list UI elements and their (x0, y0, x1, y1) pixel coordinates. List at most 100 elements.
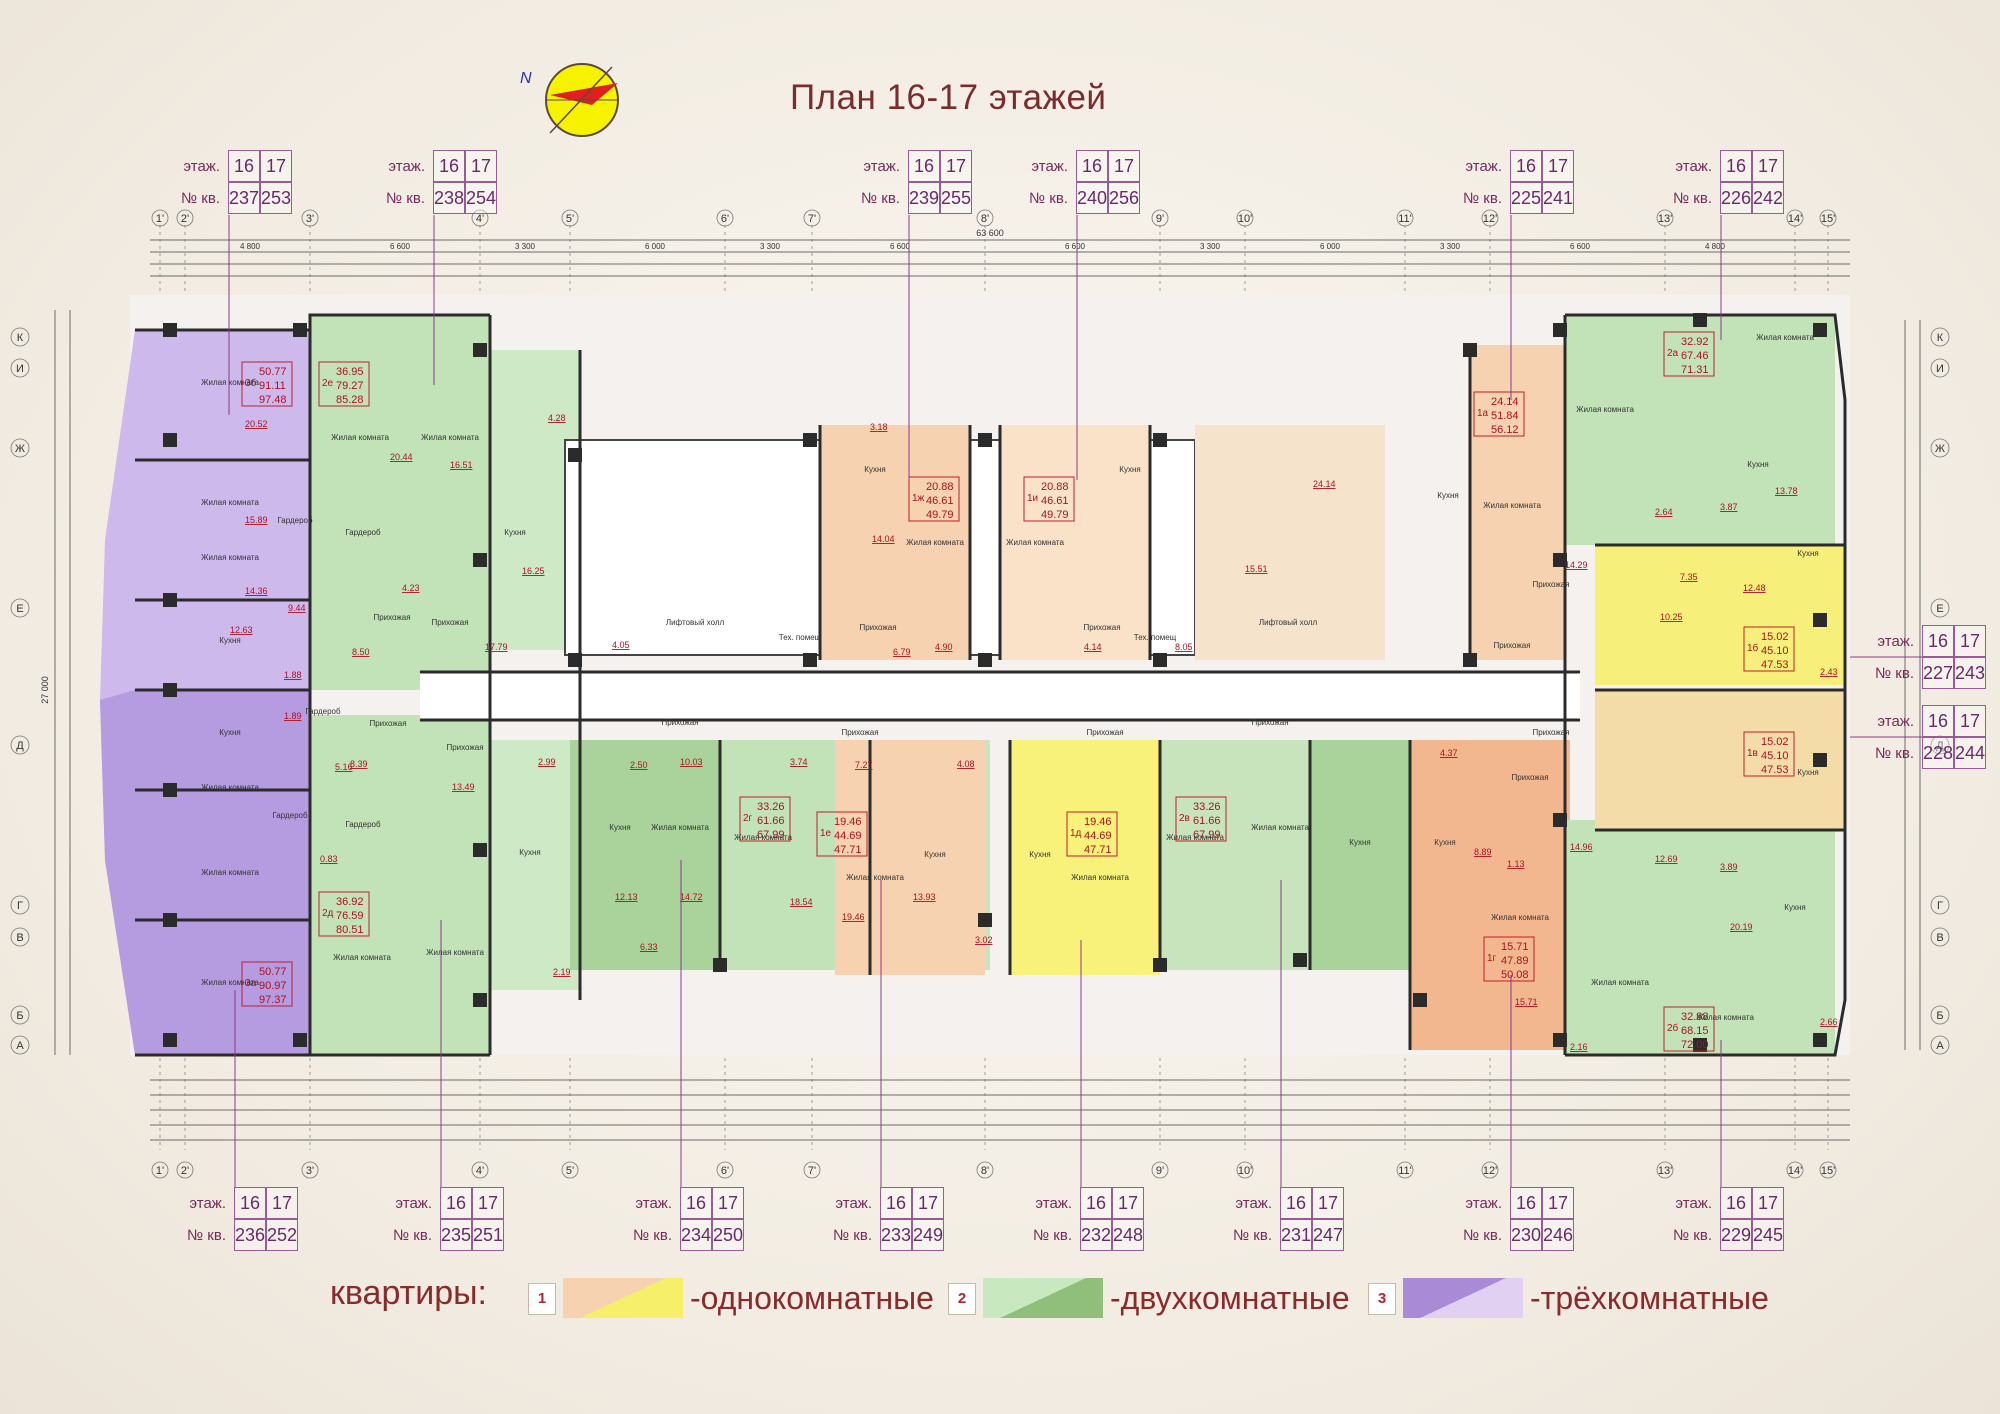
axis-label-y: Е (16, 603, 23, 615)
dimension-value: 6 600 (390, 242, 411, 251)
floor-label: этаж. (1877, 633, 1914, 650)
axis-label-x: 15' (1821, 1165, 1835, 1177)
apartment-number: 235 (440, 1219, 472, 1251)
floor-number: 17 (465, 150, 497, 182)
apartment-area: 32.92 (1681, 336, 1709, 348)
column (163, 913, 177, 927)
room-label: Жилая комната (426, 948, 484, 957)
axis-marker (176, 209, 194, 227)
apartment-number-label: № кв. (1033, 1227, 1072, 1244)
floor-number: 17 (1108, 150, 1140, 182)
apt-1a-block (1470, 345, 1565, 660)
apartment-number: 246 (1542, 1219, 1574, 1251)
room-label: Прихожая (369, 719, 406, 728)
axis-label-y: И (1936, 363, 1944, 375)
floor-number: 16 (433, 150, 465, 182)
apartment-area: 51.84 (1491, 410, 1519, 422)
column (293, 323, 307, 337)
room-area-label: 3.02 (975, 935, 993, 945)
room-area-label: 14.96 (1570, 842, 1593, 852)
floor-number: 16 (234, 1187, 266, 1219)
apartment-number-label: № кв. (861, 190, 900, 207)
axis-label-y: А (16, 1040, 24, 1052)
room-label: Гардероб (277, 516, 313, 525)
column (803, 433, 817, 447)
apartment-number: 227 (1922, 657, 1954, 689)
room-label: Жилая комната (846, 873, 904, 882)
room-label: Кухня (609, 823, 630, 832)
axis-marker (976, 209, 994, 227)
room-area-label: 12.48 (1743, 583, 1766, 593)
room-area-label: 14.29 (1565, 560, 1588, 570)
axis-marker (471, 209, 489, 227)
apartment-number-label: № кв. (1029, 190, 1068, 207)
room-area-label: 10.25 (1660, 612, 1683, 622)
room-label: Прихожая (859, 623, 896, 632)
tag-leader-lines (228, 215, 1922, 1187)
floor-number: 16 (1720, 1187, 1752, 1219)
room-area-label: 2.43 (1820, 667, 1838, 677)
room-label: Кухня (1797, 549, 1818, 558)
room-area-label: 8.39 (350, 759, 368, 769)
column (1293, 953, 1307, 967)
room-area-label: 2.66 (1820, 1017, 1838, 1027)
room-area-label: 6.79 (893, 647, 911, 657)
room-area-label: 20.44 (390, 452, 413, 462)
apartment-area: 19.46 (834, 816, 862, 828)
axis-label-x: 8' (981, 1165, 989, 1177)
floor-label: этаж. (1465, 158, 1502, 175)
column (163, 433, 177, 447)
axis-marker (1236, 1161, 1254, 1179)
axis-label-x: 6' (721, 213, 729, 225)
column (1463, 653, 1477, 667)
column (1153, 958, 1167, 972)
apartment-area: 36.95 (336, 366, 364, 378)
room-area-label: 20.19 (1730, 922, 1753, 932)
apartment-area: 46.61 (1041, 495, 1069, 507)
room-label: Жилая комната (201, 378, 259, 387)
apartment-code: 1и (1027, 493, 1038, 504)
apartment-boxes: 3б50.7791.1197.482е36.9579.2785.281ж20.8… (241, 331, 1795, 1052)
room-area-label: 4.90 (935, 642, 953, 652)
room-label: Жилая комната (651, 823, 709, 832)
room-label: Кухня (1797, 768, 1818, 777)
apartment-code: 2е (322, 378, 334, 389)
apartment-area: 79.27 (336, 380, 364, 392)
apartment-number: 256 (1108, 182, 1140, 214)
room-label: Жилая комната (1696, 1013, 1754, 1022)
room-area-label: 4.37 (1440, 748, 1458, 758)
room-label: Жилая комната (1491, 913, 1549, 922)
column (1553, 1033, 1567, 1047)
apartment-area: 97.37 (259, 994, 287, 1006)
room-area-label: 10.03 (680, 757, 703, 767)
apt-2b-block (1565, 820, 1835, 1055)
axis-marker (716, 1161, 734, 1179)
axis-label-x: 4' (476, 1165, 484, 1177)
floor-number: 16 (1076, 150, 1108, 182)
room-label: Кухня (1119, 465, 1140, 474)
floor-label: этаж. (183, 158, 220, 175)
room-label: Гардероб (272, 811, 308, 820)
floor-label: этаж. (1877, 713, 1914, 730)
apartment-code: 1в (1747, 748, 1758, 759)
apartment-area: 33.26 (1193, 801, 1221, 813)
apartment-code: 1а (1477, 408, 1489, 419)
room-label: Прихожая (446, 743, 483, 752)
legend-number: 1 (528, 1283, 556, 1315)
apartment-code: 1е (820, 828, 832, 839)
room-area-label: 6.33 (640, 942, 658, 952)
columns (163, 313, 1827, 1052)
apartment-area: 90.97 (259, 980, 287, 992)
room-area-label: 4.23 (402, 583, 420, 593)
floor-label: этаж. (1465, 1195, 1502, 1212)
room-area-label: 4.28 (548, 413, 566, 423)
apartment-number: 254 (465, 182, 497, 214)
floor-number: 17 (940, 150, 972, 182)
floor-number: 16 (1922, 705, 1954, 737)
apartment-area: 50.08 (1501, 969, 1529, 981)
